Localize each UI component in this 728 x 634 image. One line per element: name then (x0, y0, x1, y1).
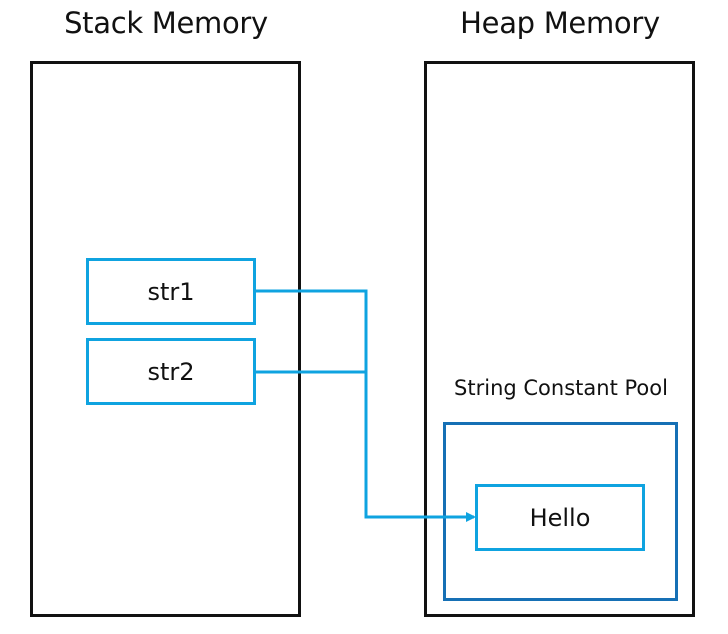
variable-label: str1 (147, 277, 195, 306)
stack-memory-title: Stack Memory (64, 6, 268, 40)
stack-variable-str1: str1 (86, 258, 256, 325)
string-constant-pool-label: String Constant Pool (454, 376, 668, 400)
stack-variable-str2: str2 (86, 338, 256, 405)
string-literal-label: Hello (529, 503, 591, 532)
string-literal-hello: Hello (475, 484, 645, 551)
heap-memory-title: Heap Memory (460, 6, 660, 40)
variable-label: str2 (147, 357, 195, 386)
